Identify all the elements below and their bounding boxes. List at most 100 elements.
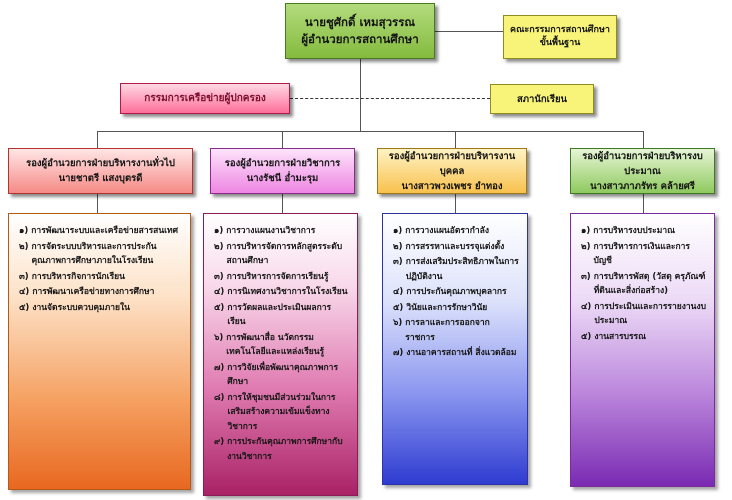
list-item: ๕)งานสารบรรณ (581, 330, 706, 345)
department-budget-box: รองผู้อำนวยการฝ่ายบริหารงบประมาณ นางสาวภ… (570, 148, 715, 194)
task-number: ๑) (581, 226, 591, 236)
student-council-box: สภานักเรียน (490, 84, 594, 114)
department-title: รองผู้อำนวยการฝ่ายวิชาการ (224, 158, 341, 169)
connector-budget-tasks (643, 194, 644, 213)
task-text: การพัฒนาเครือข่ายทางการศึกษา (32, 287, 155, 297)
task-number: ๖) (393, 318, 403, 328)
list-item: ๓)การส่งเสริมประสิทธิภาพในการปฏิบัติงาน (393, 255, 519, 284)
tasks-personnel-panel: ๑)การวางแผนอัตรากำลัง ๒)การสรรหาและบรรจุ… (382, 213, 528, 485)
connector-parent-council (290, 98, 490, 99)
list-item: ๗)การวิจัยเพื่อพัฒนาคุณภาพการศึกษา (214, 361, 349, 390)
task-text: การบริหารพัสดุ (วัสดุ ครุภัณฑ์ ที่ดินและ… (593, 271, 706, 297)
director-box: นายชูศักดิ์ เหมสุวรรณ ผู้อำนวยการสถานศึก… (285, 3, 435, 59)
task-text: การส่งเสริมประสิทธิภาพในการปฏิบัติงาน (405, 257, 519, 282)
task-number: ๒) (214, 241, 224, 252)
task-list: ๑)การวางแผนงานวิชาการ ๒)การบริหารจัดการห… (214, 224, 349, 464)
student-council-label: สภานักเรียน (516, 93, 568, 105)
task-number: ๒) (393, 241, 403, 252)
task-number: ๔) (214, 287, 225, 297)
task-number: ๗) (393, 348, 404, 358)
list-item: ๔)การประกันคุณภาพบุคลากร (393, 285, 519, 300)
list-item: ๓)การบริหารพัสดุ (วัสดุ ครุภัณฑ์ ที่ดินแ… (581, 270, 706, 299)
list-item: ๒)การบริหารจัดการหลักสูตรระดับสถานศึกษา (214, 240, 349, 269)
list-item: ๕)การวัดผลและประเมินผลการเรียน (214, 301, 349, 330)
task-text: การลาและการออกจากราชการ (405, 318, 490, 343)
task-text: การวิจัยเพื่อพัฒนาคุณภาพการศึกษา (227, 362, 339, 388)
task-number: ๑) (214, 226, 224, 236)
list-item: ๖)การลาและการออกจากราชการ (393, 316, 519, 345)
department-person: นางรัชนี อ่ำมะรุม (246, 173, 319, 184)
list-item: ๒)การจัดระบบบริหารและการประกันคุณภาพการศ… (19, 240, 182, 269)
task-number: ๕) (214, 302, 225, 313)
task-text: วินัยและการรักษาวินัย (406, 302, 488, 313)
department-person: นางสาวพวงเพชร ยำทอง (401, 180, 503, 192)
committee-line2: ขั้นพื้นฐาน (539, 38, 581, 48)
task-text: การบริหารการจัดการเรียนรู้ (226, 271, 329, 282)
committee-line1: คณะกรรมการสถานศึกษา (510, 25, 610, 35)
task-text: การวางแผนงานวิชาการ (226, 226, 316, 236)
task-number: ๔) (393, 287, 404, 297)
task-text: การจัดระบบบริหารและการประกันคุณภาพการศึก… (31, 241, 157, 267)
list-item: ๔)การพัฒนาเครือข่ายทางการศึกษา (19, 285, 182, 300)
task-number: ๒) (19, 241, 29, 252)
list-item: ๙)การประกันคุณภาพการศึกษากับงานวิชาการ (214, 435, 349, 464)
task-text: การบริหารกิจการนักเรียน (31, 271, 125, 282)
list-item: ๒)การบริหารการเงินและการบัญชี (581, 240, 706, 269)
list-item: ๓)การบริหารกิจการนักเรียน (19, 270, 182, 285)
department-general-box: รองผู้อำนวยการฝ่ายบริหารงานทั่วไป นายชาต… (8, 148, 193, 194)
task-number: ๗) (214, 362, 225, 373)
task-text: การประกันคุณภาพบุคลากร (406, 287, 507, 297)
list-item: ๕)วินัยและการรักษาวินัย (393, 301, 519, 316)
list-item: ๑)การวางแผนอัตรากำลัง (393, 224, 519, 239)
parent-network-label: กรรมการเครือข่ายผู้ปกครอง (144, 93, 266, 104)
task-number: ๓) (581, 271, 591, 282)
task-number: ๓) (19, 271, 29, 282)
parent-network-box: กรรมการเครือข่ายผู้ปกครอง (120, 83, 290, 114)
list-item: ๔)การนิเทศงานวิชาการในโรงเรียน (214, 285, 349, 300)
department-person: นายชาตรี แสงบุตรดี (58, 173, 143, 184)
task-text: การนิเทศงานวิชาการในโรงเรียน (227, 287, 348, 297)
task-number: ๒) (581, 241, 591, 252)
task-text: การสรรหาและบรรจุแต่งตั้ง (405, 241, 505, 252)
department-personnel-box: รองผู้อำนวยการฝ่ายบริหารงานบุคคล นางสาวพ… (377, 148, 527, 194)
task-number: ๕) (393, 302, 404, 313)
task-list: ๑)การพัฒนาระบบและเครือข่ายสารสนเทศ ๒)การ… (19, 224, 182, 315)
director-title: ผู้อำนวยการสถานศึกษา (301, 32, 419, 46)
task-text: งานสารบรรณ (594, 331, 647, 342)
task-number: ๘) (214, 392, 225, 403)
connector-director-trunk (360, 59, 361, 131)
list-item: ๘)การให้ชุมชนมีส่วนร่วมในการเสริมสร้างคว… (214, 391, 349, 435)
list-item: ๒)การสรรหาและบรรจุแต่งตั้ง (393, 240, 519, 255)
task-number: ๕) (581, 331, 592, 342)
task-text: การประเมินและการรายงานงบประมาณ (594, 301, 706, 327)
list-item: ๓)การบริหารการจัดการเรียนรู้ (214, 270, 349, 285)
task-number: ๖) (214, 332, 224, 343)
connector-to-budget (643, 131, 644, 148)
connector-general-tasks (97, 194, 98, 213)
list-item: ๗)งานอาคารสถานที่ สิ่งแวดล้อม (393, 346, 519, 361)
task-list: ๑)การบริหารงบประมาณ ๒)การบริหารการเงินแล… (581, 224, 706, 344)
task-list: ๑)การวางแผนอัตรากำลัง ๒)การสรรหาและบรรจุ… (393, 224, 519, 361)
list-item: ๑)การพัฒนาระบบและเครือข่ายสารสนเทศ (19, 224, 182, 239)
connector-academic-tasks (282, 194, 283, 213)
department-academic-box: รองผู้อำนวยการฝ่ายวิชาการ นางรัชนี อ่ำมะ… (210, 148, 355, 194)
department-title: รองผู้อำนวยการฝ่ายบริหารงานทั่วไป (26, 158, 175, 169)
department-title: รองผู้อำนวยการฝ่ายบริหารงบประมาณ (582, 150, 703, 177)
department-person: นางสาวภาภรัทร คล้ายศรี (590, 180, 695, 192)
task-number: ๔) (581, 301, 592, 312)
task-text: การวางแผนอัตรากำลัง (405, 226, 489, 236)
tasks-general-panel: ๑)การพัฒนาระบบและเครือข่ายสารสนเทศ ๒)การ… (8, 213, 191, 490)
task-text: งานจัดระบบควบคุมภายใน (32, 302, 130, 313)
tasks-budget-panel: ๑)การบริหารงบประมาณ ๒)การบริหารการเงินแล… (570, 213, 715, 487)
connector-personnel-tasks (455, 194, 456, 213)
list-item: ๖)การพัฒนาสื่อ นวัตกรรมเทคโนโลยีและแหล่ง… (214, 331, 349, 360)
tasks-academic-panel: ๑)การวางแผนงานวิชาการ ๒)การบริหารจัดการห… (203, 213, 358, 496)
task-text: การให้ชุมชนมีส่วนร่วมในการเสริมสร้างความ… (227, 392, 336, 432)
task-number: ๔) (19, 287, 30, 297)
task-text: การวัดผลและประเมินผลการเรียน (227, 302, 332, 328)
task-text: การพัฒนาระบบและเครือข่ายสารสนเทศ (31, 226, 179, 236)
list-item: ๑)การวางแผนงานวิชาการ (214, 224, 349, 239)
department-title: รองผู้อำนวยการฝ่ายบริหารงานบุคคล (388, 150, 516, 177)
task-number: ๑) (19, 226, 29, 236)
connector-department-bus (97, 131, 643, 132)
